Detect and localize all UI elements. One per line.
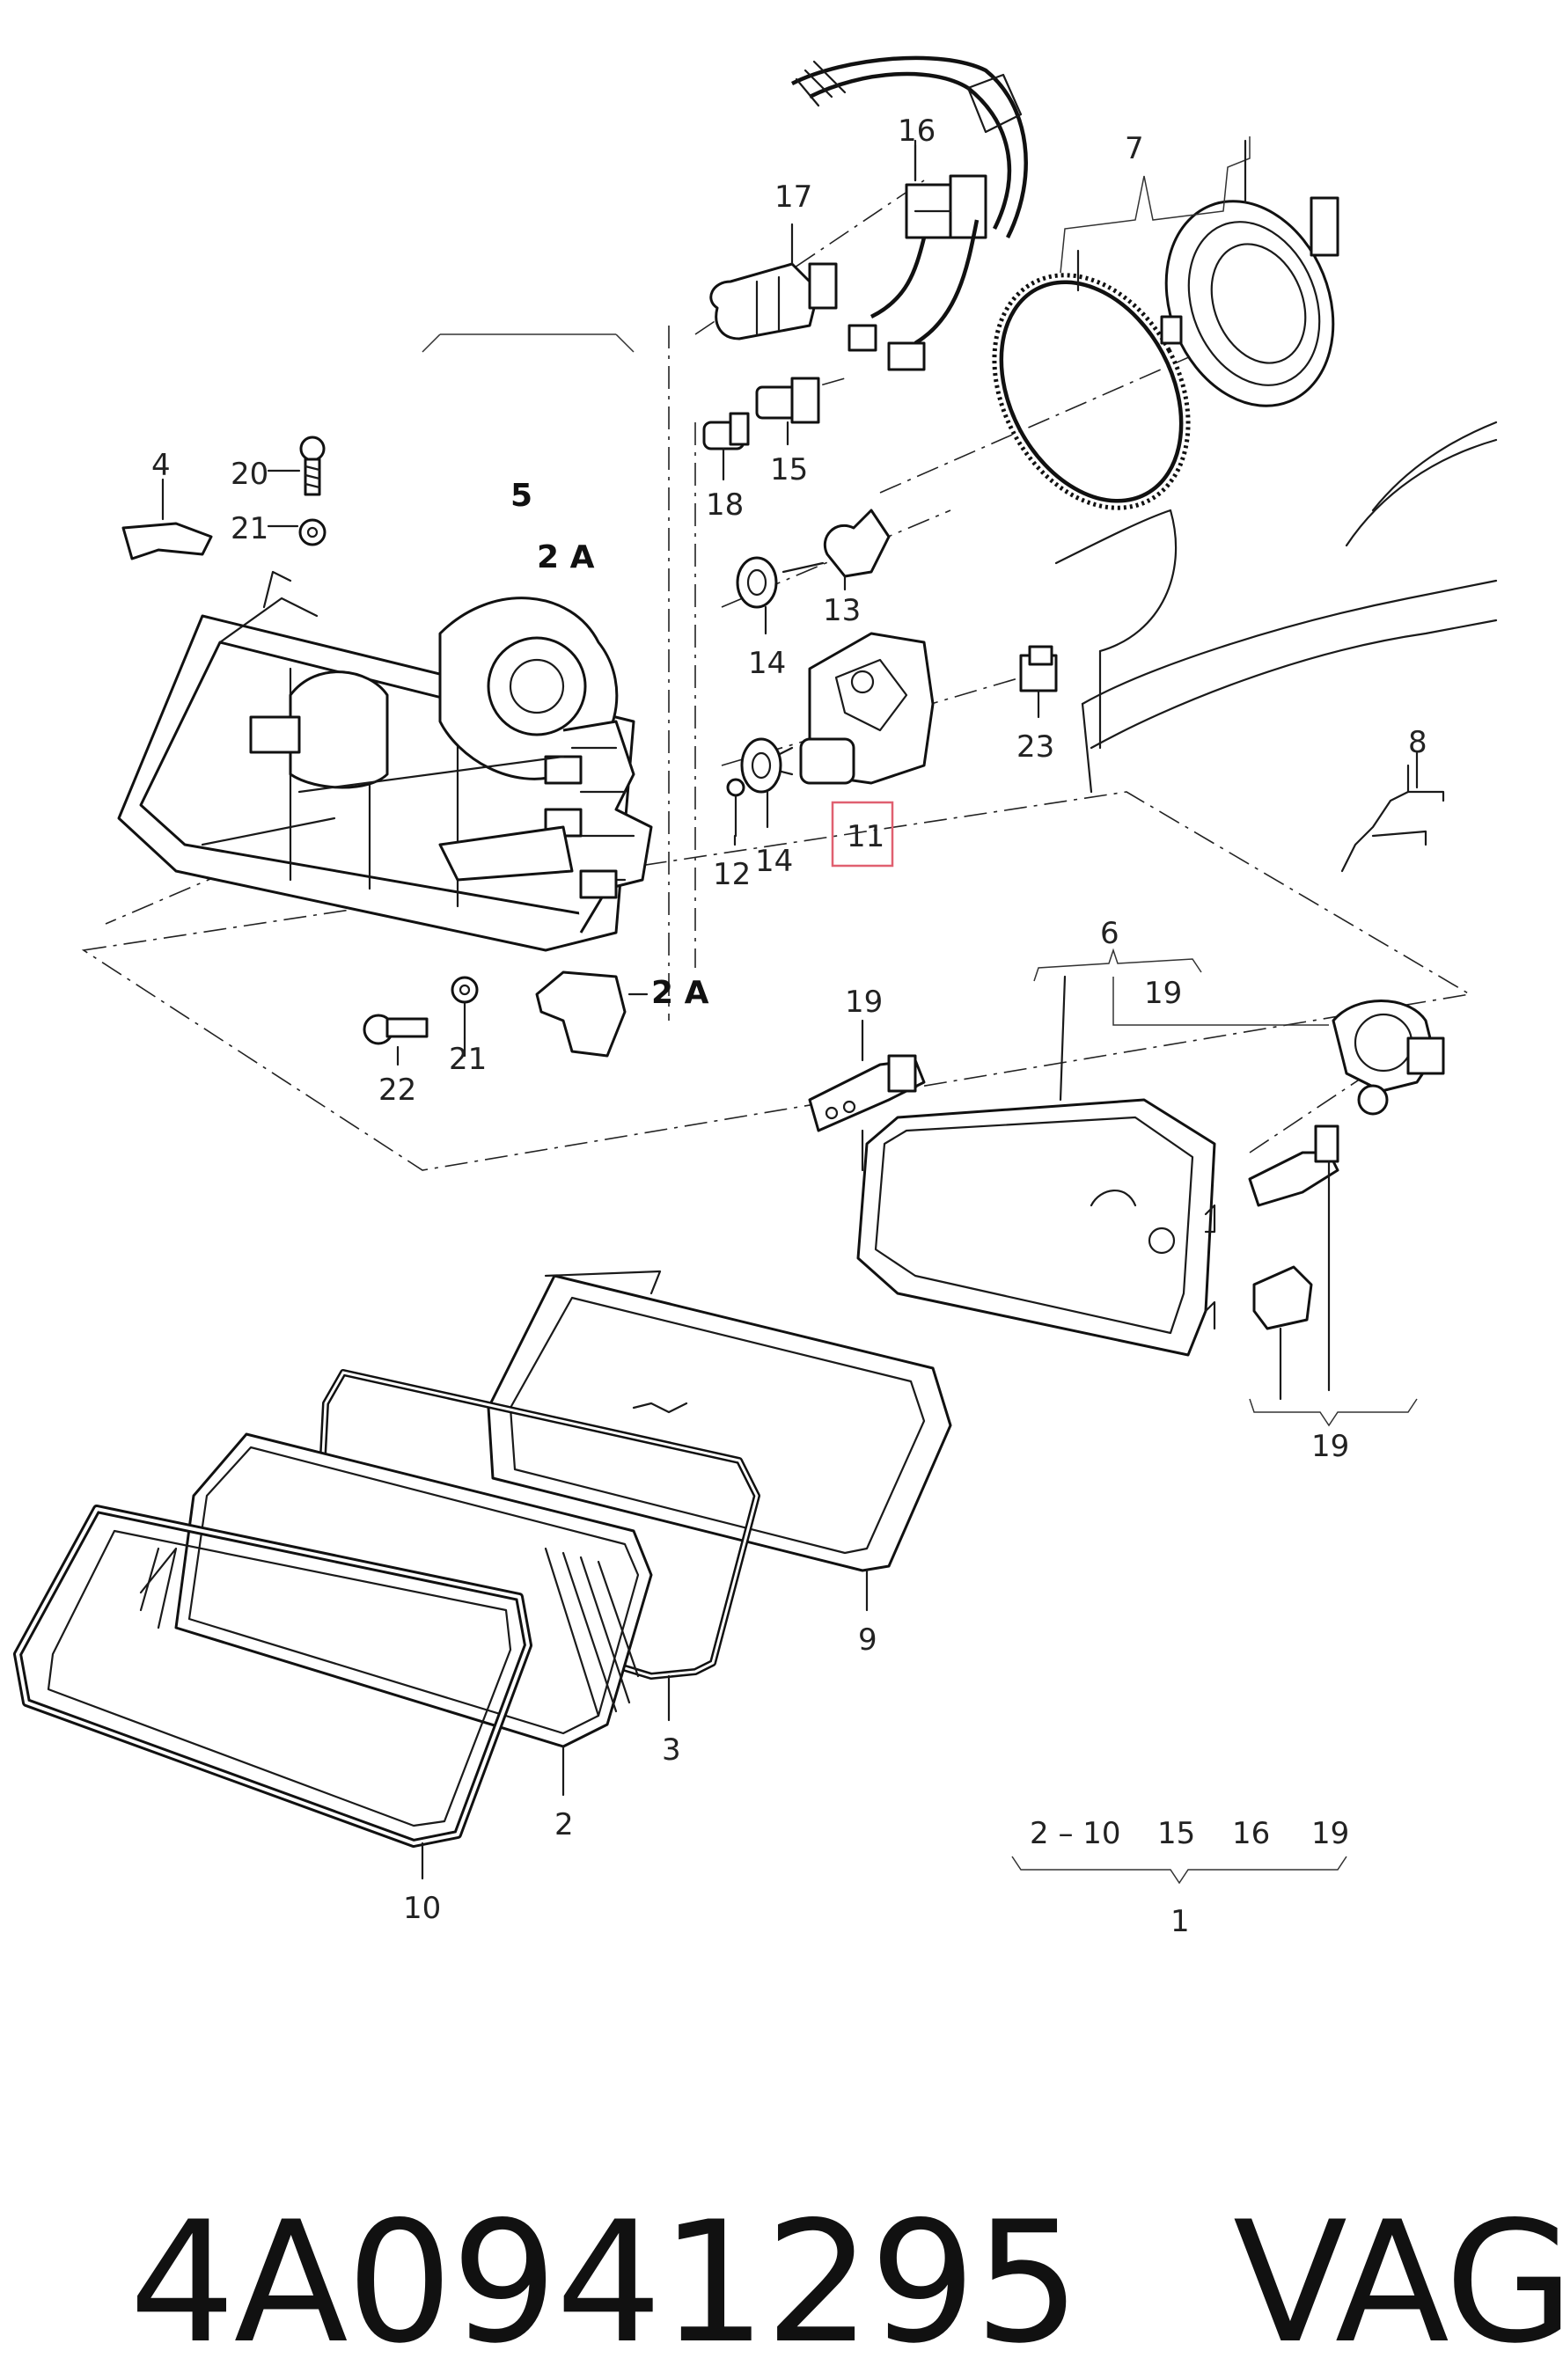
label-16: 16	[898, 114, 936, 149]
label-13: 13	[823, 593, 861, 628]
kit-item-2-10: 2 – 10	[1030, 1816, 1121, 1851]
label-4: 4	[151, 448, 171, 483]
label-8: 8	[1408, 725, 1427, 760]
auxiliary-housing-part-6	[856, 948, 1445, 1357]
part-number-footer: 4A0941295 VAG	[26, 2032, 1563, 2367]
vehicle-body-outline	[1054, 421, 1498, 794]
bulb-part-13	[782, 509, 891, 591]
screw-part-22	[363, 1014, 429, 1066]
kit-total-1: 1	[1170, 1904, 1190, 1939]
highlight-box-part-11	[831, 801, 894, 868]
kit-item-19: 19	[1311, 1816, 1349, 1851]
bulb-part-18	[702, 412, 750, 481]
label-11: 11	[847, 819, 884, 854]
connector-part-23	[1019, 645, 1058, 719]
housing-part-9	[487, 1270, 952, 1612]
label-23: 23	[1016, 729, 1054, 765]
label-5: 5	[510, 478, 532, 514]
label-6: 6	[1100, 916, 1119, 951]
label-2: 2	[554, 1807, 574, 1842]
label-19-left: 19	[845, 985, 883, 1020]
label-12: 12	[713, 857, 751, 892]
clip-part-4	[121, 478, 213, 560]
label-22: 22	[378, 1073, 416, 1108]
bracket-part-2a-bottom	[535, 970, 649, 1058]
label-18: 18	[706, 487, 744, 523]
bracket-part-8	[1340, 751, 1445, 873]
seal-part-14-top	[736, 556, 778, 635]
label-2a-bottom: 2 A	[651, 975, 709, 1011]
leader-lines	[463, 139, 917, 1172]
label-14-top: 14	[748, 646, 786, 681]
label-3: 3	[662, 1732, 681, 1768]
label-21-top: 21	[231, 511, 268, 546]
washer-part-21-bottom	[451, 976, 479, 1040]
footer-spacer	[1079, 2200, 1233, 2367]
kit-item-15: 15	[1157, 1816, 1195, 1851]
label-15: 15	[770, 452, 808, 487]
bulb-part-15	[755, 377, 820, 446]
part-number: 4A0941295	[128, 2186, 1081, 2380]
kit-legend: 2 – 10 15 16 19 1	[1011, 1816, 1349, 1939]
bracket-19-bottom	[1249, 1398, 1418, 1427]
kit-item-16: 16	[1232, 1816, 1270, 1851]
adjuster-motor-part-11	[773, 632, 935, 785]
label-10: 10	[403, 1891, 441, 1926]
brand-name: VAG	[1233, 2186, 1563, 2380]
label-21-bottom: 21	[449, 1042, 487, 1077]
reflector-assembly-part-7	[992, 136, 1339, 510]
label-17: 17	[774, 179, 812, 215]
connector-part-16	[790, 55, 1028, 371]
headlight-housing	[117, 333, 653, 952]
clip-part-19-left	[808, 1019, 926, 1132]
label-7: 7	[1125, 131, 1144, 166]
washer-part-21-top	[267, 518, 327, 546]
pin-part-12	[726, 778, 745, 838]
label-9: 9	[858, 1622, 877, 1658]
clip-part-19-bottom	[1252, 1265, 1313, 1401]
frame-part-10	[13, 1505, 532, 1880]
label-14-bottom: 14	[755, 844, 793, 879]
clip-part-19-right	[1248, 1124, 1339, 1392]
exploded-headlight-diagram: 16 7 17 4 20 15 5 18 21 2 A 13 14 8 23 1…	[13, 55, 1498, 1939]
seal-part-14-bottom	[740, 737, 782, 829]
lens-part-2	[139, 1432, 653, 1797]
label-19-top: 19	[1144, 976, 1182, 1011]
bulb-part-17	[709, 223, 838, 341]
callout-labels: 16 7 17 4 20 15 5 18 21 2 A 13 14 8 23 1…	[151, 114, 1427, 1926]
label-19-bottom: 19	[1311, 1429, 1349, 1464]
label-20: 20	[231, 457, 268, 492]
label-2a-top: 2 A	[537, 539, 595, 575]
screw-part-20	[267, 436, 326, 496]
